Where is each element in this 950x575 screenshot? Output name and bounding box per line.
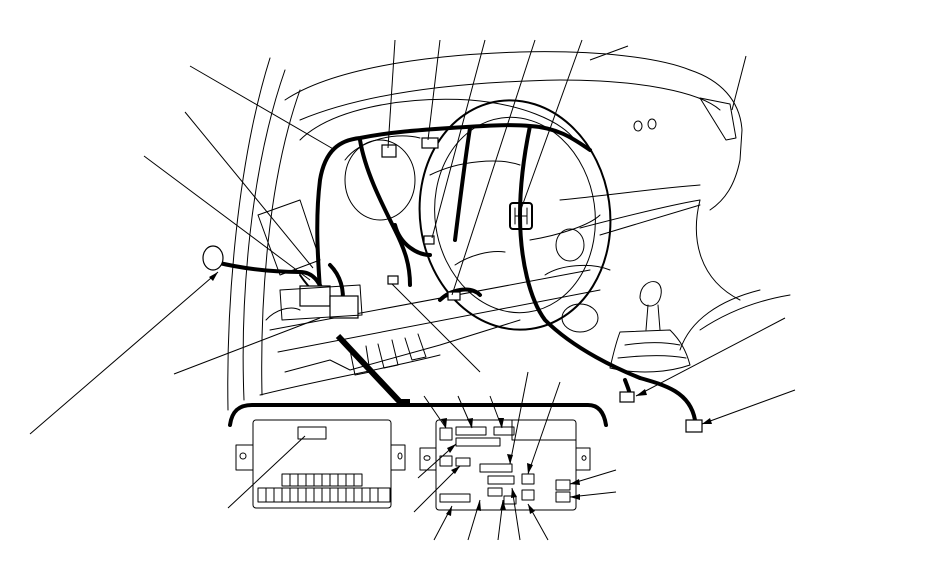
- steering-wheel: [418, 99, 612, 331]
- dashboard-outline: [227, 51, 761, 411]
- arrowheads: [209, 272, 712, 516]
- wiring-harness: [213, 123, 697, 422]
- fuse-box-right: [419, 419, 591, 511]
- fuse-box-left: [227, 419, 406, 509]
- leader-lines: [29, 39, 796, 435]
- gear-shifter: [609, 281, 791, 373]
- detail-view-link: [228, 333, 608, 427]
- harness-connectors: [202, 137, 703, 433]
